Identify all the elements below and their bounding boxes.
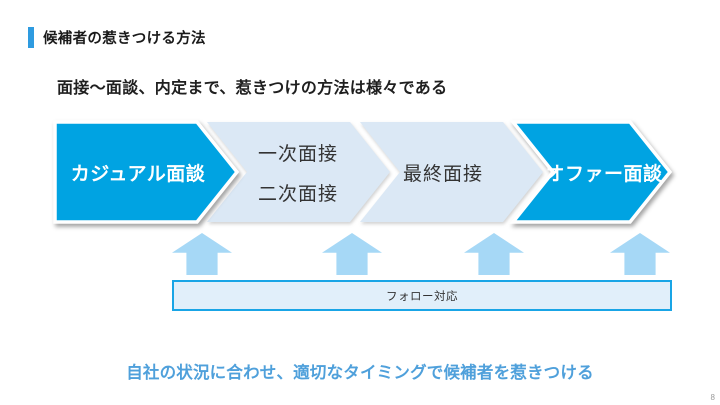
chevron-step-4-shape bbox=[509, 120, 673, 224]
step-label-second-interview: 二次面接 bbox=[258, 183, 339, 205]
follow-up-box: フォロー対応 bbox=[172, 280, 672, 311]
step-label-interviews: 一次面接 二次面接 bbox=[258, 122, 378, 222]
slide-header: 候補者の惹きつける方法 bbox=[28, 27, 206, 48]
step-label-final-interview: 最終面接 bbox=[402, 163, 483, 185]
page-number: 8 bbox=[710, 393, 715, 402]
chevron-step-1-shape bbox=[53, 120, 240, 224]
step-label-first-interview: 一次面接 bbox=[258, 143, 339, 165]
conclusion-message: 自社の状況に合わせ、適切なタイミングで候補者を惹きつける bbox=[126, 364, 594, 382]
step-label-offer-meeting: オファー面談 bbox=[545, 163, 663, 185]
chevron-step-3-shape bbox=[360, 122, 543, 222]
slide-subtitle: 面接～面談、内定まで、惹きつけの方法は様々である bbox=[57, 80, 448, 97]
chevron-step-2-shape bbox=[207, 122, 390, 222]
follow-up-label: フォロー対応 bbox=[386, 290, 458, 303]
page-title: 候補者の惹きつける方法 bbox=[43, 31, 206, 47]
title-accent-bar bbox=[28, 27, 34, 48]
step-label-casual-meeting: カジュアル面談 bbox=[70, 163, 206, 185]
